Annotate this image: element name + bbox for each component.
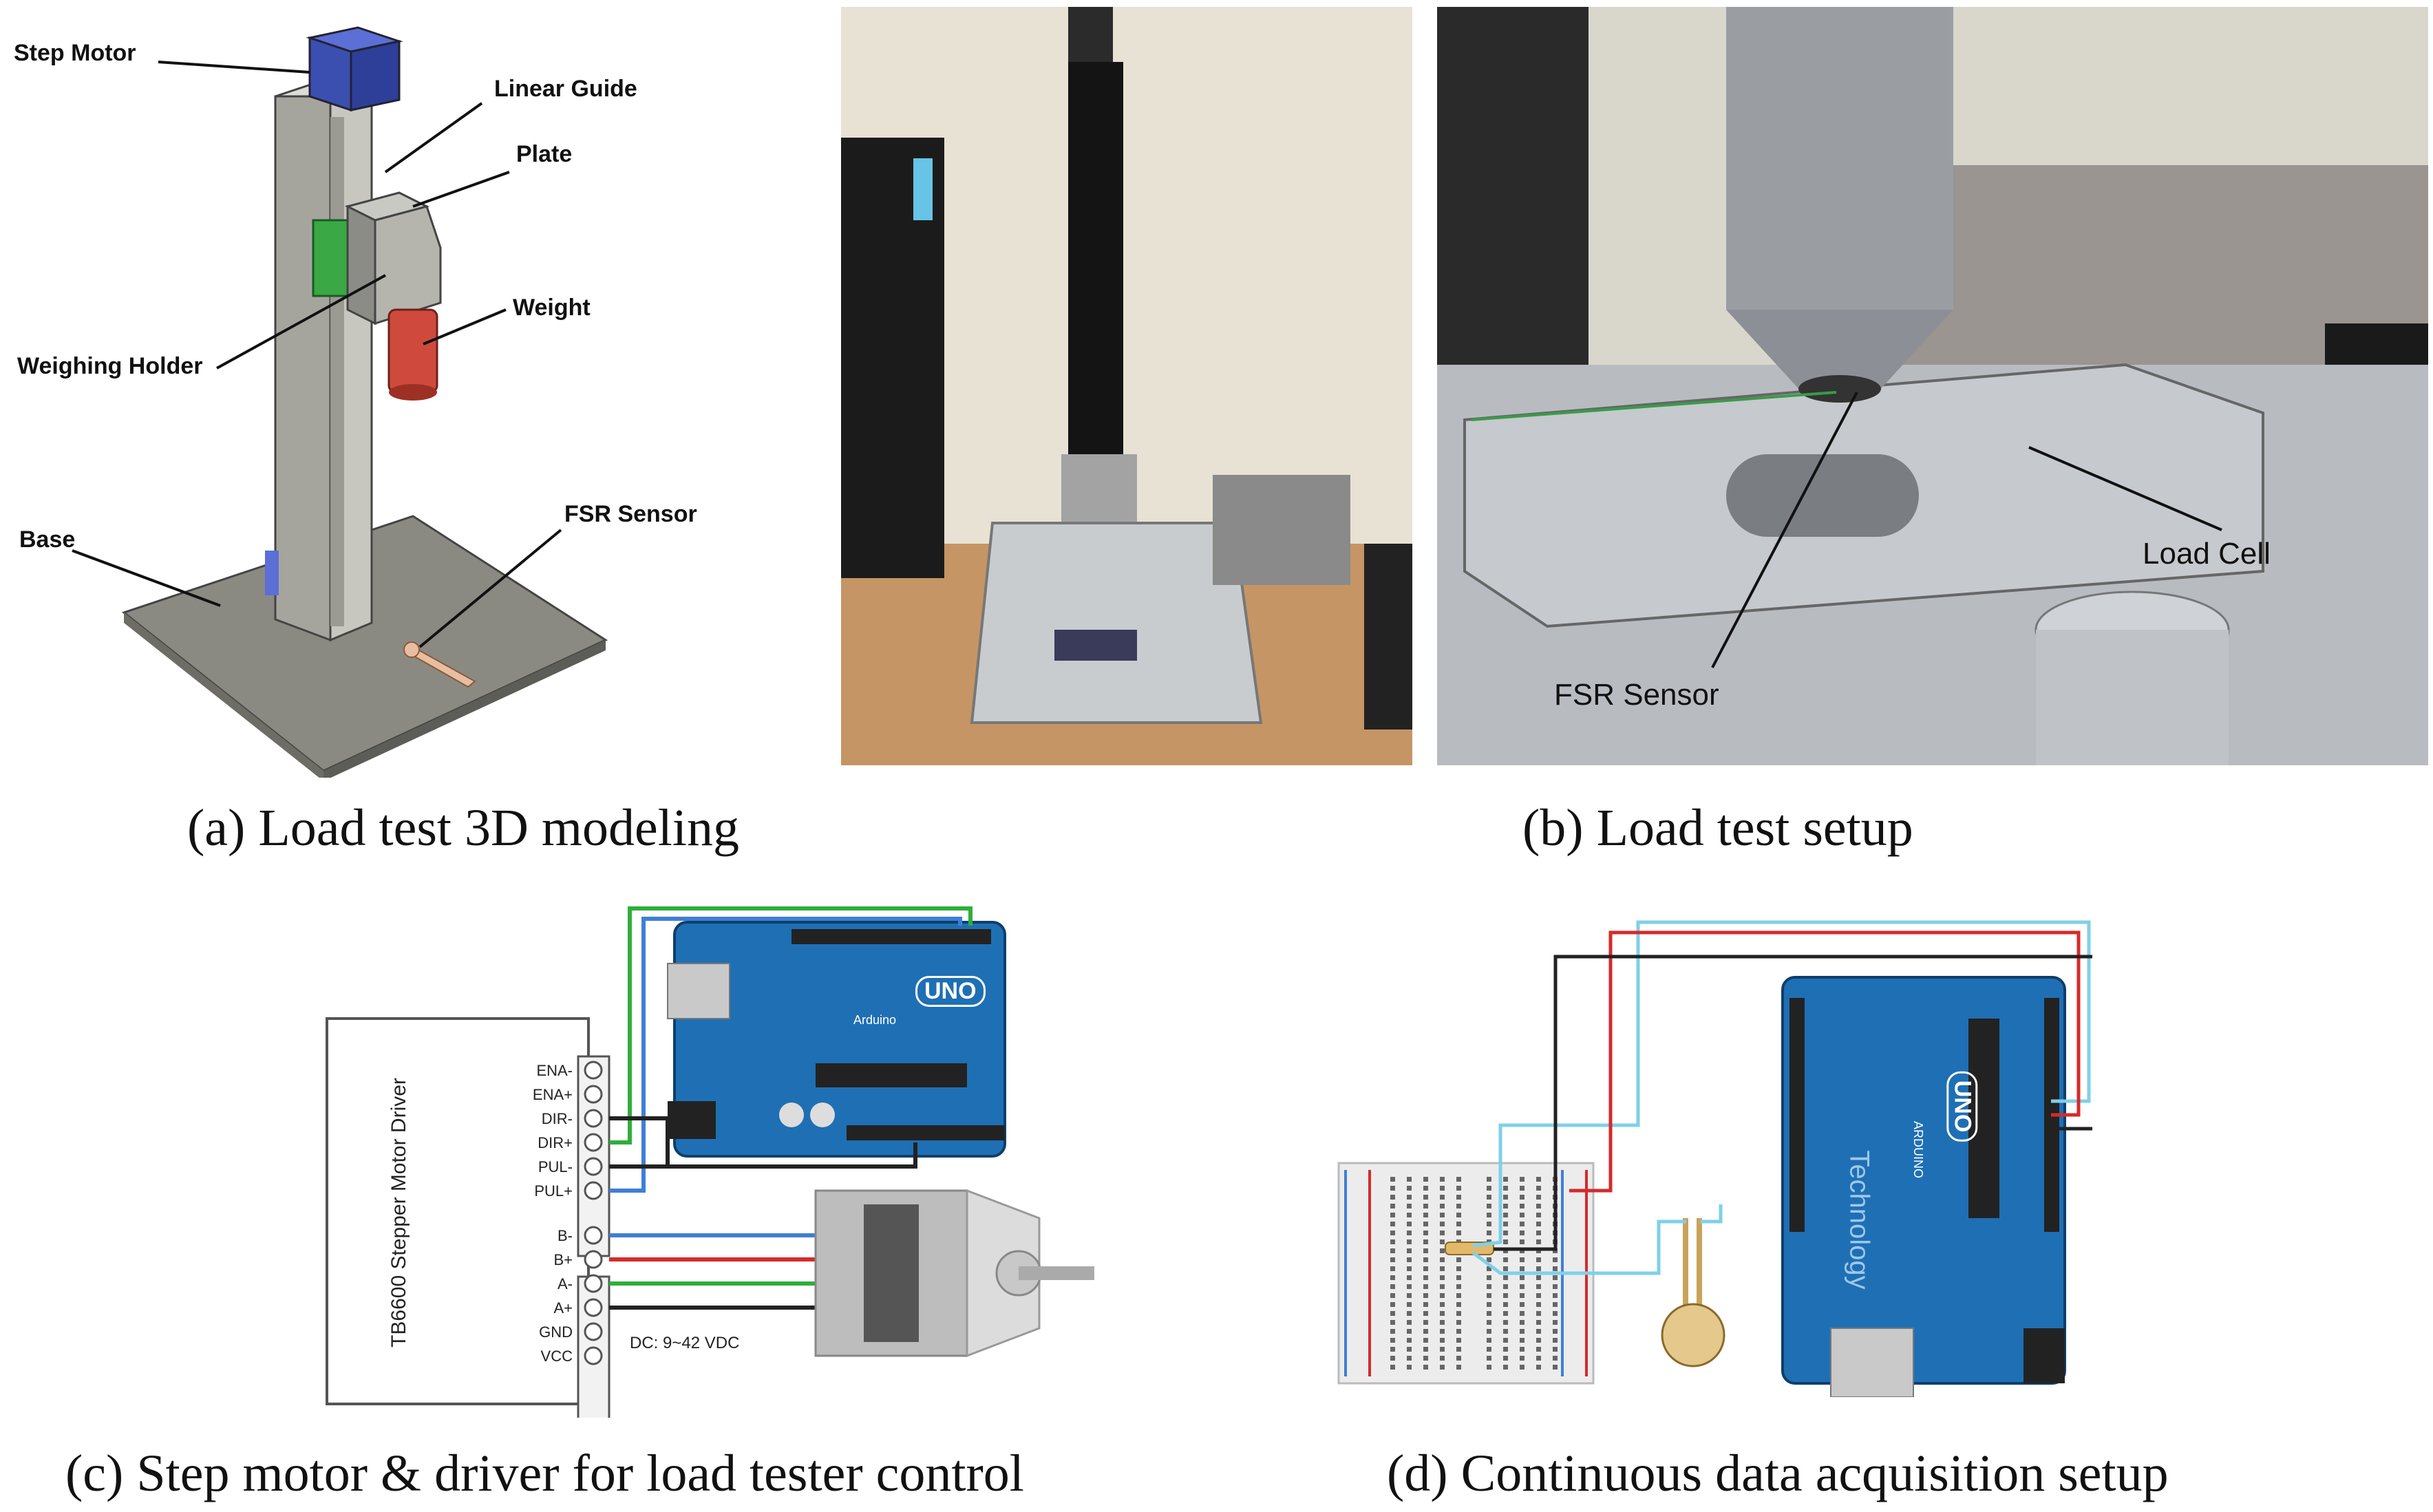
pin-vcc: VCC: [540, 1348, 573, 1365]
label-weighing-holder: Weighing Holder: [17, 353, 203, 379]
pin-a-minus: A-: [557, 1275, 573, 1292]
arduino-sub-d: ARDUINO: [1911, 1120, 1926, 1179]
driver-title: TB6600 Stepper Motor Driver: [387, 1078, 410, 1348]
pin-b-minus: B-: [557, 1227, 573, 1244]
power-note: DC: 9~42 VDC: [630, 1334, 740, 1352]
pin-pul-minus: PUL-: [538, 1158, 573, 1175]
arduino-sub-c: Arduino: [853, 1013, 897, 1027]
label-step-motor: Step Motor: [14, 40, 136, 66]
caption-c: (c) Step motor & driver for load tester …: [65, 1445, 1024, 1502]
load-tester-3d-drawing: [72, 26, 608, 778]
panel-d-data-acquisition: UNO ARDUINO Technology: [1335, 915, 2092, 1397]
pin-gnd: GND: [539, 1323, 573, 1341]
board-brand-d: Technology: [1844, 1150, 1875, 1290]
label-linear-guide: Linear Guide: [494, 76, 637, 102]
label-weight: Weight: [513, 295, 591, 321]
pin-pul-plus: PUL+: [534, 1182, 573, 1200]
label-fsr-sensor-a: FSR Sensor: [564, 501, 697, 527]
label-fsr-sensor-b: FSR Sensor: [1554, 678, 1719, 712]
label-load-cell: Load Cell: [2143, 537, 2271, 571]
pin-ena-minus: ENA-: [536, 1062, 573, 1079]
label-base: Base: [19, 526, 76, 553]
caption-a: (a) Load test 3D modeling: [187, 799, 740, 857]
arduino-logo-d: UNO: [1946, 1071, 1978, 1142]
arduino-logo-c: UNO: [915, 976, 986, 1007]
pin-dir-minus: DIR-: [541, 1110, 573, 1127]
pin-b-plus: B+: [553, 1251, 573, 1268]
panel-a-3d-model: Step Motor Linear Guide Plate Weight Wei…: [0, 0, 826, 778]
caption-b: (b) Load test setup: [1522, 799, 1913, 857]
pin-a-plus: A+: [553, 1299, 573, 1317]
photo-tester-overview: [841, 7, 1412, 765]
caption-d: (d) Continuous data acquisition setup: [1387, 1445, 2169, 1502]
panel-c-motor-driver: TB6600 Stepper Motor Driver ENA- ENA+ DI…: [310, 895, 1136, 1418]
label-plate: Plate: [516, 141, 573, 167]
pin-dir-plus: DIR+: [538, 1134, 573, 1151]
photo-load-cell-closeup: Load Cell FSR Sensor: [1437, 7, 2428, 765]
pin-ena-plus: ENA+: [532, 1086, 573, 1103]
